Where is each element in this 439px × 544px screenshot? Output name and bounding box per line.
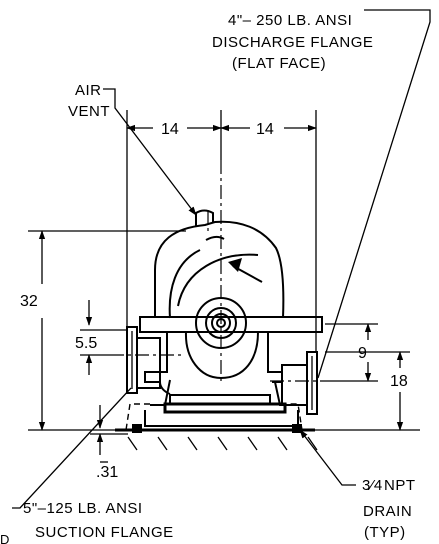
drain-leader xyxy=(299,429,356,486)
drain-label-fraction: 3⁄4 xyxy=(362,477,383,494)
drain-label: 3⁄4 NPT DRAIN (TYP) xyxy=(362,477,416,541)
pump-casing xyxy=(139,209,323,406)
dimension-width-right: 14 xyxy=(256,121,274,138)
discharge-flange-label-line2: DISCHARGE FLANGE xyxy=(212,34,373,51)
discharge-flange-label-line3: (FLAT FACE) xyxy=(232,55,326,72)
suction-flange-leader xyxy=(12,387,132,509)
air-vent-label: AIR VENT xyxy=(68,82,110,120)
dimension-shaft-height: 9 xyxy=(358,345,367,362)
suction-flange-label: 5"–125 LB. ANSI SUCTION FLANGE xyxy=(23,500,174,541)
air-vent-label-line1: AIR xyxy=(75,82,102,99)
dimension-base-offset: .31 xyxy=(96,464,118,481)
center-lines xyxy=(110,160,325,385)
leader-lines xyxy=(12,9,431,509)
dimension-lines xyxy=(28,110,420,463)
ground-hatching xyxy=(127,436,318,451)
discharge-flange-label: 4"– 250 LB. ANSI DISCHARGE FLANGE (FLAT … xyxy=(212,12,373,72)
suction-flange xyxy=(126,326,161,394)
dimension-overall-height: 32 xyxy=(20,293,38,310)
suction-flange-label-line2: SUCTION FLANGE xyxy=(35,524,174,541)
suction-flange-label-line1: 5"–125 LB. ANSI xyxy=(23,500,143,517)
drain-label-npt: NPT xyxy=(384,477,416,494)
discharge-flange xyxy=(281,351,318,415)
drain-label-line3: (TYP) xyxy=(364,524,406,541)
air-vent-leader xyxy=(103,88,197,216)
dimension-discharge-height: 18 xyxy=(390,373,408,390)
dimension-width-left: 14 xyxy=(161,121,179,138)
dimension-suction-height: 5.5 xyxy=(75,335,97,352)
drain-label-line2: DRAIN xyxy=(363,503,412,520)
discharge-flange-label-line1: 4"– 250 LB. ANSI xyxy=(228,12,352,29)
discharge-flange-leader xyxy=(317,9,431,379)
base-plate xyxy=(115,402,315,433)
air-vent-label-line2: VENT xyxy=(68,103,110,120)
corner-letter: D xyxy=(0,532,9,544)
